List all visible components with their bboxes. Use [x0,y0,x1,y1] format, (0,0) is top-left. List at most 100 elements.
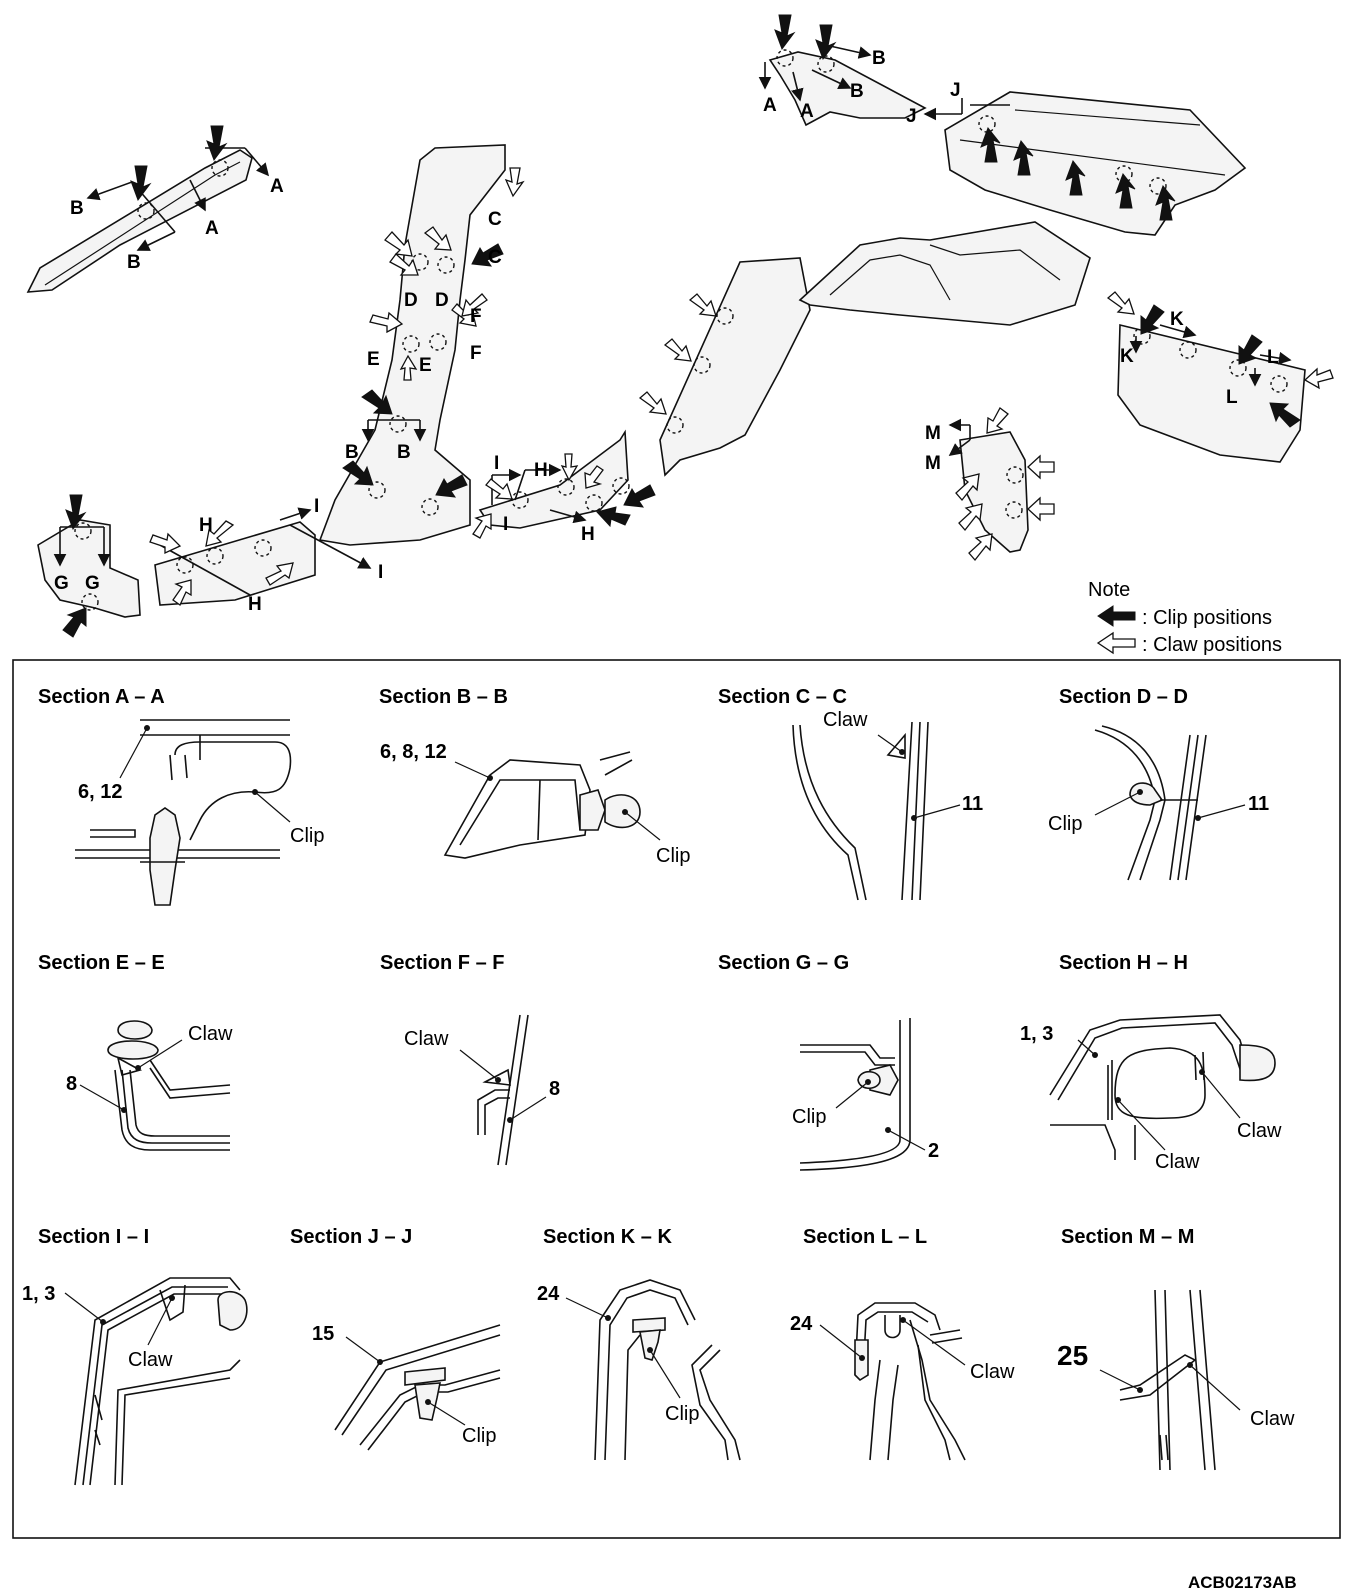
claw-arrow [1027,496,1055,522]
section-ll: Section L – L 24 Claw [790,1226,1015,1461]
callout-claw: Claw [1237,1120,1282,1142]
label-a: A [763,95,777,116]
section-ii: Section I – I 1, 3 Claw [22,1226,248,1486]
claw-arrow [638,391,667,415]
claw-arrow [369,311,404,334]
m-trim-panel [948,418,1029,553]
clip-location [1149,177,1167,195]
legend-claw-label: : Claw positions [1142,634,1282,656]
package-tray-trim [923,91,1247,236]
claw-arrow [485,478,513,500]
clip-arrows [62,14,1301,638]
callout-claw: Claw [128,1349,173,1371]
label-b: B [872,48,886,69]
clip-location [612,477,630,495]
callout-claw: Claw [970,1361,1015,1383]
claw-location [666,416,684,434]
clip-arrow [980,126,1001,163]
clip-arrow [206,125,228,162]
section-hh: Section H – H 1, 3 Claw Claw [1020,952,1282,1173]
claw-arrow [149,532,182,555]
clip-arrow [1155,184,1176,221]
label-h: H [199,515,213,536]
lower-b-pillar-trim [37,519,141,618]
callout-clip: Clip [462,1425,496,1447]
part-number: 6, 8, 12 [380,741,447,763]
callout-claw: Claw [1250,1408,1295,1430]
claw-arrow [205,520,235,547]
label-j: J [950,80,961,101]
section-dd: Section D – D Clip 11 [1048,686,1269,881]
claw-arrow [172,579,192,606]
callout-claw: Claw [1155,1151,1200,1173]
claw-arrow [560,453,579,482]
claw-arrow [955,473,980,502]
label-d: D [435,290,449,311]
part-number: 25 [1057,1340,1088,1371]
upper-quarter-trim [758,45,927,127]
label-i: I [378,562,383,583]
front-scuff-plate [154,507,372,606]
label-c: C [488,209,502,230]
claw-legend-icon [1096,631,1136,655]
legend-clip-label: : Clip positions [1142,607,1272,629]
claw-location [1006,466,1024,484]
side-trim-front [659,257,811,477]
part-number: 8 [66,1073,77,1095]
claw-arrow [265,562,294,586]
callout-clip: Clip [290,825,324,847]
claw-arrow [663,338,692,362]
label-m: M [925,423,941,444]
clip-location [81,593,99,611]
label-e: E [367,349,380,370]
label-k: K [1120,346,1134,367]
clip-location [402,335,420,353]
claw-arrow [1303,367,1334,390]
section-ff: Section F – F Claw 8 [380,952,560,1166]
label-g: G [85,573,100,594]
figure-code: ACB02173AB [1188,1573,1297,1592]
clip-arrow [435,474,468,498]
section-gg: Section G – G Clip 2 [718,952,939,1171]
clip-location [1179,341,1197,359]
callout-claw: Claw [823,709,868,731]
section-title: Section L – L [803,1226,927,1248]
clip-arrow [130,165,152,202]
b-pillar-trim [318,144,506,546]
clip-arrow [65,494,87,531]
section-ee: Section E – E Claw 8 [38,952,233,1151]
section-title: Section E – E [38,952,165,974]
claw-location [557,478,575,496]
claw-location [176,556,194,574]
label-j: J [906,106,917,127]
label-l: L [1267,347,1279,368]
label-i: I [494,453,499,474]
callout-clip: Clip [1048,813,1082,835]
part-number: 24 [537,1283,560,1305]
section-title: Section A – A [38,686,165,708]
clip-location [1229,359,1247,377]
claw-location [254,539,272,557]
section-jj: Section J – J 15 Clip [290,1226,501,1451]
clip-arrow [815,24,837,61]
claw-arrow [968,533,993,562]
section-title: Section K – K [543,1226,672,1248]
claw-arrow [472,513,492,539]
section-kk: Section K – K 24 Clip [537,1226,741,1461]
label-f: F [470,343,482,364]
label-d: D [404,290,418,311]
claw-arrow [584,465,604,489]
clip-location [389,415,407,433]
a-pillar-trim [26,147,270,293]
rear-end-trim [1117,323,1306,463]
part-number: 8 [549,1078,560,1100]
claw-arrow [389,253,419,276]
clip-arrow [596,506,631,528]
claw-location [511,491,529,509]
part-number: 1, 3 [1020,1023,1053,1045]
callout-claw: Claw [404,1028,449,1050]
quarter-trim-lower [798,221,1091,326]
section-title: Section J – J [290,1226,412,1248]
label-a: A [270,176,284,197]
clip-legend-icon [1097,605,1136,627]
